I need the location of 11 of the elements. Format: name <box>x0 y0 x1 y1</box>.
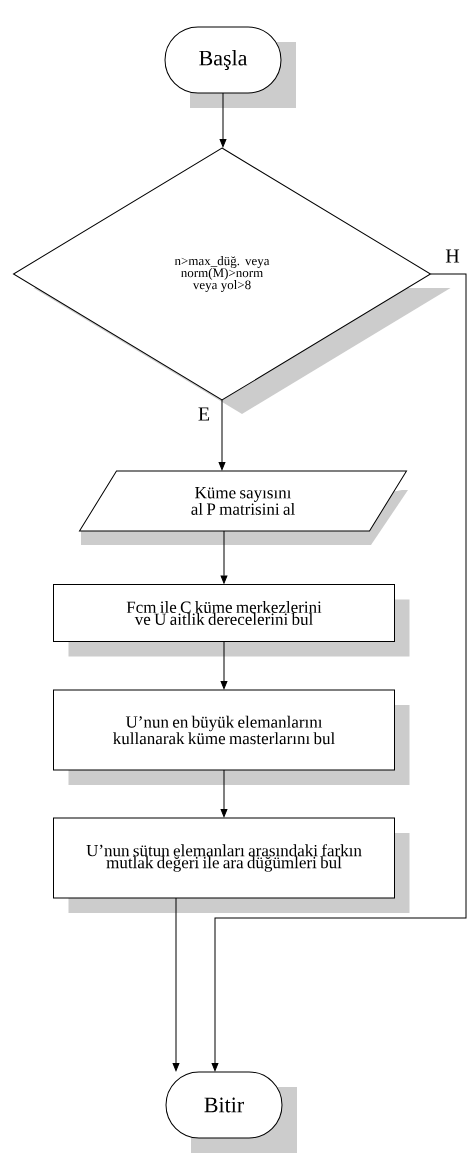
arrow <box>220 530 228 584</box>
arrow <box>218 399 226 471</box>
arrow <box>219 92 227 148</box>
input-parallelogram: Küme sayısını al P matrisini al <box>79 470 408 545</box>
process-box: Fcm ile C küme merkezlerini ve U aitlik derecelerini bul <box>53 584 410 657</box>
process-box: U’nun en büyük elemanlarını kullanarak küme masterlarını bul <box>53 689 410 785</box>
arrow <box>220 769 228 818</box>
arrow <box>220 641 228 690</box>
arrow <box>172 897 180 1072</box>
arrow <box>211 273 467 1072</box>
process-box: U’nun sütun elemanları arasındaki farkın mutlak değeri ile ara düğümleri bul <box>53 817 410 913</box>
